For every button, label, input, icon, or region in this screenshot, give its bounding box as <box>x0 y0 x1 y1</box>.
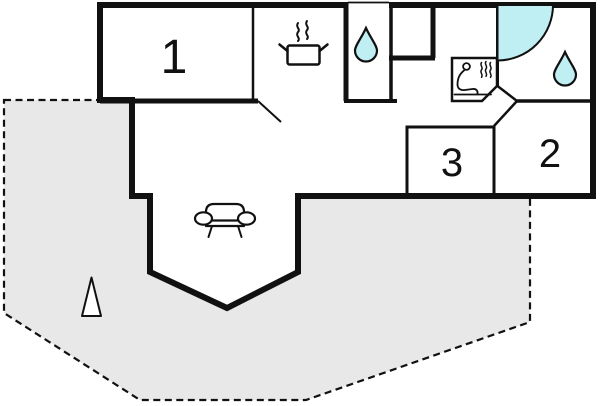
sofa-armrest-left <box>193 211 214 226</box>
steam-line <box>489 61 492 79</box>
pot-handle-right <box>318 43 329 53</box>
tree-marker-icon <box>81 276 102 317</box>
room-2-label: 2 <box>539 132 561 176</box>
wall-room3-box <box>405 125 496 196</box>
sofa-icon <box>193 202 257 238</box>
steam-line <box>484 60 488 78</box>
wall-bathroom-diagonal <box>496 85 518 102</box>
steam-line <box>296 22 300 42</box>
sauna-icon <box>453 60 492 96</box>
pot-body <box>286 44 321 66</box>
sauna-person-body <box>456 69 479 95</box>
kitchen-pot-icon <box>278 20 329 66</box>
water-drop-icon <box>552 49 578 87</box>
steam-line <box>305 20 309 40</box>
room-1-label: 1 <box>161 31 188 84</box>
window <box>348 0 389 8</box>
corner-shower-icon <box>496 4 555 62</box>
sofa-armrest-right <box>236 211 257 226</box>
sofa-legs <box>207 225 243 238</box>
door-swing-icon <box>257 100 282 123</box>
steam-line <box>480 61 483 79</box>
wall-room2-chamfer <box>493 100 518 127</box>
pot-handle-left <box>278 43 289 53</box>
water-drop-icon <box>353 25 379 63</box>
window-gap <box>348 0 389 8</box>
sauna-person-head <box>462 62 471 71</box>
room-3-label: 3 <box>441 141 463 185</box>
